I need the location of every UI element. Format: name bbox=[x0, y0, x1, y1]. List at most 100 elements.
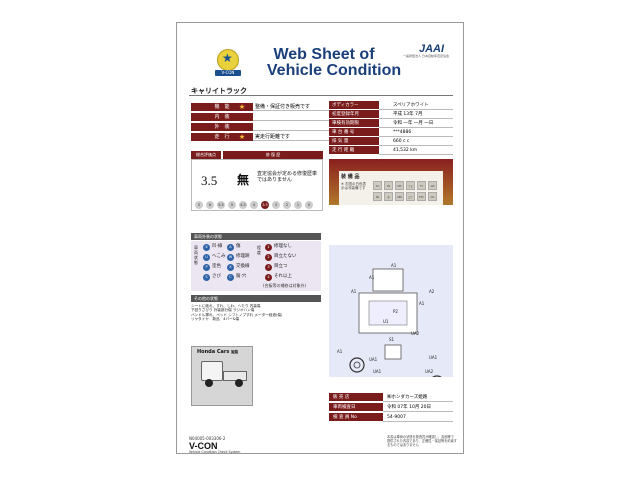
jaai-logo: JAAI bbox=[419, 43, 445, 55]
truck-cab bbox=[201, 361, 223, 381]
legend-item-label: 凹·線 bbox=[212, 244, 223, 249]
page-title-line1: Web Sheet of bbox=[273, 46, 375, 63]
damage-label: S1 bbox=[389, 337, 395, 342]
legend-code-icon: X bbox=[227, 264, 234, 271]
total-score-header: 総合評価点 bbox=[191, 151, 221, 159]
equipment-item: CD bbox=[428, 192, 437, 201]
total-score: 3.5 bbox=[201, 173, 218, 188]
legend-code-icon: C bbox=[227, 274, 234, 281]
legend-level-icon: 1 bbox=[265, 244, 272, 251]
score-gauge-step: 1 bbox=[294, 201, 302, 209]
legend-item-label: 交換線 bbox=[236, 264, 250, 269]
legend-item-label: 傷 bbox=[236, 244, 241, 249]
star-icon: ★ bbox=[222, 51, 233, 65]
damage-label: A1 bbox=[419, 301, 425, 306]
damage-label: P2 bbox=[393, 309, 398, 314]
legend-level-label: 修理なし bbox=[274, 244, 292, 249]
spec-value-color: スペリアホワイト bbox=[379, 101, 453, 110]
inspection-date-value: 令和 07年 10月 20日 bbox=[383, 403, 453, 412]
status-value-exterior bbox=[253, 123, 329, 131]
spec-label-first-registration: 初度登録年月 bbox=[329, 110, 379, 119]
exterior-section-title: 車両外装の状態 bbox=[191, 233, 321, 240]
damage-label: UA2 bbox=[425, 369, 434, 374]
dealer-photo-label: Honda Cars 姫路 bbox=[197, 349, 239, 355]
equipment-item: PW bbox=[395, 181, 404, 190]
equipment-note: ※ 右図の白色表示は非装備です bbox=[341, 182, 367, 190]
equipment-label: 装 備 品 bbox=[341, 174, 360, 180]
wheel-icon bbox=[205, 379, 213, 387]
spec-label-chassis: 車 台 番 号 bbox=[329, 128, 379, 137]
damage-label: A2 bbox=[429, 289, 435, 294]
status-label-exterior: 外 装 bbox=[191, 123, 253, 131]
legend-item-label: さび bbox=[212, 274, 221, 279]
other-note-line: 下回りさびり 外装部分傷 ラジオハン傷 bbox=[191, 308, 255, 313]
damage-label: A1 bbox=[391, 263, 397, 268]
vcon-logo-banner: V-CON bbox=[215, 70, 241, 76]
score-gauge-step: 3 bbox=[272, 201, 280, 209]
spec-value-first-registration: 平成 13年 7月 bbox=[379, 110, 453, 119]
dealer-label: 販 売 店 bbox=[329, 393, 383, 402]
equipment-item: PS bbox=[384, 181, 393, 190]
diagram-wheel bbox=[429, 375, 445, 391]
legend-code-icon: W bbox=[227, 254, 234, 261]
star-icon: ★ bbox=[238, 103, 246, 111]
legend-code-icon: U bbox=[203, 254, 210, 261]
vcon-subtitle: Vehicle Condition Check System bbox=[189, 450, 241, 454]
score-gauge-step: 4 bbox=[250, 201, 258, 209]
diagram-bed-inner bbox=[368, 300, 408, 326]
status-label-mileage: 走 行 bbox=[191, 133, 253, 141]
damage-diagram: A1 A1 A1 A2 A1 P2 U1 UA2 UA1 UA1 UA1 UA2… bbox=[329, 245, 453, 391]
equipment-item: AC bbox=[373, 181, 382, 190]
legend-level-icon: 3 bbox=[265, 264, 272, 271]
other-note-line: シートに破れ、すれ、しわ、へたり 内装傷 bbox=[191, 304, 261, 308]
repair-history-value: 無 bbox=[237, 173, 250, 187]
legend-level-label: 目立たない bbox=[274, 254, 297, 259]
equipment-item: AW bbox=[428, 181, 437, 190]
legend-code-icon: P bbox=[203, 264, 210, 271]
equipment-item: ナビ bbox=[406, 181, 415, 190]
damage-label: UA1 bbox=[369, 357, 378, 362]
legend-item-label: 修理跡 bbox=[236, 254, 250, 259]
page-title-line2: Vehicle Condition bbox=[266, 62, 402, 79]
spec-label-inspection-expiry: 車検有効期限 bbox=[329, 119, 379, 128]
other-section-title: その他の状態 bbox=[191, 295, 321, 302]
legend-level-icon: 4 bbox=[265, 274, 272, 281]
vehicle-name: キャリイトラック bbox=[191, 87, 247, 95]
legend-code-icon: S bbox=[203, 274, 210, 281]
score-gauge-step: 4.5 bbox=[239, 201, 247, 209]
dealer-value: ㈱ホンダカーズ姫路 bbox=[383, 393, 453, 402]
spec-value-chassis: ***4886 bbox=[379, 128, 453, 137]
other-note-line: リヤタイヤ 新品 4バー&傷 bbox=[191, 317, 240, 322]
damage-label: UA1 bbox=[373, 369, 382, 374]
damage-label: A1 bbox=[337, 349, 343, 354]
wheel-icon bbox=[235, 379, 243, 387]
damage-label: UA2 bbox=[411, 331, 420, 336]
footer-note: 本書は車両の状態を検査員が確認し、書面等で提供された内容であり、正確性・保証等を… bbox=[387, 435, 457, 447]
legend-code-icon: A bbox=[227, 244, 234, 251]
vehicle-diagram-svg bbox=[349, 268, 445, 391]
equipment-item: ABS bbox=[395, 192, 404, 201]
score-gauge-step: 5 bbox=[228, 201, 236, 209]
legend-level-label: それ以上 bbox=[274, 274, 292, 279]
other-note-line: ハンドル擦れ、ペッド シフトノブすれ メーター経過(傷) bbox=[191, 312, 283, 317]
divider bbox=[189, 95, 453, 96]
legend-item-label: 塗色 bbox=[212, 264, 221, 269]
score-gauge-step: 5.5 bbox=[217, 201, 225, 209]
spec-value-displacement: 660 c c bbox=[379, 137, 453, 146]
score-gauge-step: 3.5 bbox=[261, 201, 269, 209]
repair-note: 査定協会が定める修復歴車ではありません bbox=[257, 171, 318, 183]
vcon-logo-text: V-CON bbox=[189, 441, 218, 451]
spec-value-mileage: 41,532 km bbox=[379, 146, 453, 155]
damage-label: U1 bbox=[383, 319, 389, 324]
score-gauge-step: 0 bbox=[305, 201, 313, 209]
inspection-date-label: 車両検査日 bbox=[329, 403, 383, 412]
legend-item-label: へこみ bbox=[212, 254, 226, 259]
damage-label: A1 bbox=[369, 275, 375, 280]
sheet-serial: N04005-003306-2 bbox=[189, 436, 226, 441]
equipment-item: ETC bbox=[417, 192, 426, 201]
condition-sheet: ★ V-CON Web Sheet of Vehicle Condition J… bbox=[176, 22, 464, 454]
status-label-interior: 内 装 bbox=[191, 113, 253, 121]
legend-levels-note: (合板等の補修は対象外) bbox=[263, 283, 307, 288]
